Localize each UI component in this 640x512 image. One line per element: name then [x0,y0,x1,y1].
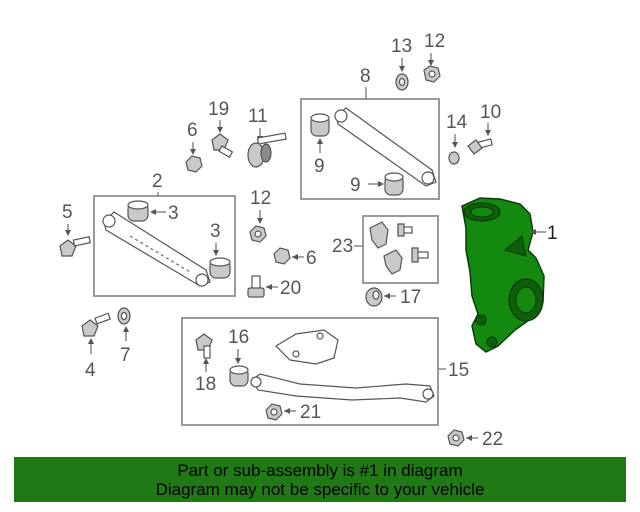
callout-15: 15 [448,360,469,381]
callout-6-top: 6 [187,120,198,141]
lower-link-15 [250,373,435,403]
banner-line-2: Diagram may not be specific to your vehi… [155,480,485,499]
upper-control-arm [334,107,437,187]
banner-background [14,457,626,502]
callout-3-bottom: 3 [210,221,221,242]
callout-23: 23 [332,236,353,257]
callout-8: 8 [360,66,371,87]
callout-2: 2 [152,171,163,192]
washer-14 [448,151,460,165]
callout-9b: 9 [350,175,361,196]
group-box-23 [362,215,439,284]
callout-11: 11 [248,106,268,127]
bushing-9-bottom [384,172,404,196]
callout-10: 10 [480,102,501,123]
arrow-1 [530,229,536,235]
group-box-2 [93,195,236,297]
bushing-9-top [310,113,330,137]
callout-3-top: 3 [168,203,179,224]
callout-22: 22 [482,429,503,450]
callout-21: 21 [300,402,321,423]
info-banner: Part or sub-assembly is #1 in diagram Di… [14,457,626,502]
parts-diagram: 1 9 9 8 13 12 14 10 19 [59,31,558,450]
bushing-3-bottom [209,257,231,279]
callout-16: 16 [228,327,249,348]
callout-19: 19 [208,99,229,120]
callout-7: 7 [120,345,131,366]
bolt-18 [195,333,213,359]
bracket-23-upper [369,221,413,249]
group-box-15 [181,317,439,426]
callout-13: 13 [391,36,412,57]
callout-14: 14 [446,112,468,133]
callout-6-mid: 6 [306,248,317,269]
steering-knuckle-part-1[interactable] [461,197,545,353]
bolt-10 [467,138,493,155]
callout-1: 1 [547,223,558,244]
lower-control-arm [102,211,211,287]
callout-18: 18 [195,374,216,395]
callout-4: 4 [85,360,96,381]
group-box-8 [300,98,440,200]
nut-6-top [185,155,203,173]
bolt-4 [81,312,111,337]
bushing-3-top [127,200,149,222]
callout-5: 5 [62,202,73,223]
nut-6-mid [273,247,291,265]
callout-12-mid: 12 [250,188,271,209]
bracket-plate [275,329,339,365]
callout-12-top: 12 [424,31,445,52]
bushing-17 [365,287,383,307]
bolt-20 [247,275,265,298]
bracket-23-lower [383,247,429,275]
bolt-5 [59,236,91,257]
bolt-19 [211,133,234,159]
bushing-16 [229,365,249,387]
banner-line-1: Part or sub-assembly is #1 in diagram [177,461,463,480]
callout-17: 17 [400,287,421,308]
eccentric-bolt-11 [247,132,287,168]
callout-20: 20 [280,278,301,299]
callout-9a: 9 [314,156,325,177]
